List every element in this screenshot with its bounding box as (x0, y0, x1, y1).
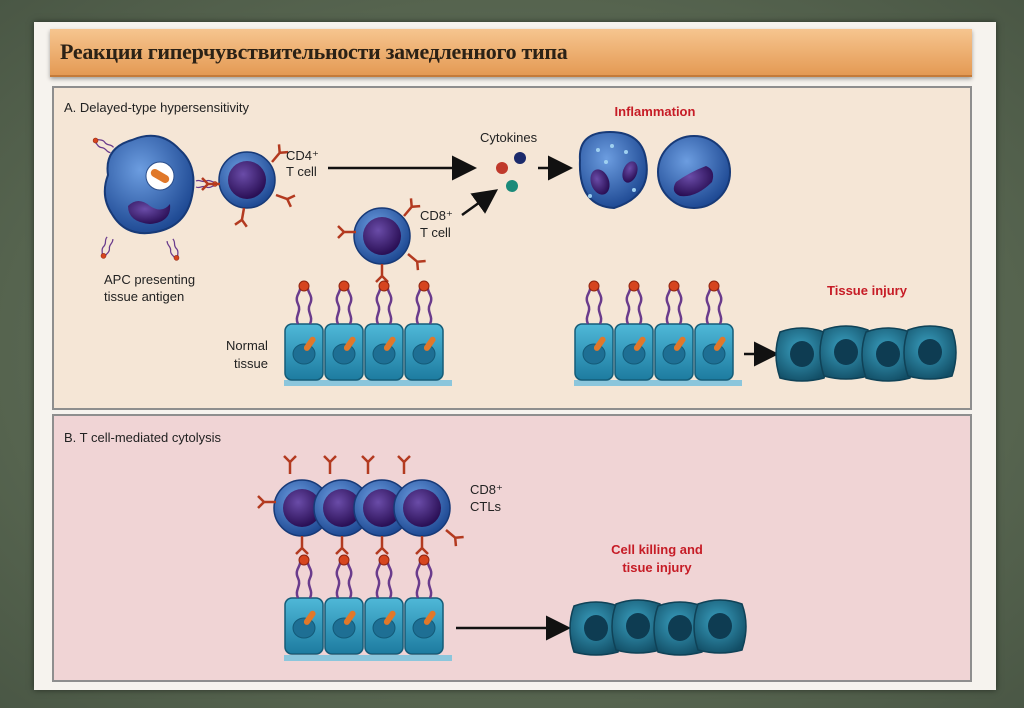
inflammatory-cell (657, 135, 731, 209)
panel-b-title: B. T cell-mediated cytolysis (64, 430, 222, 445)
cd4-label-line-1: CD4⁺ (286, 148, 319, 163)
cd4-label-line-2: T cell (286, 164, 317, 179)
apc-label-line-1: APC presenting (104, 272, 196, 287)
cd8-t-cell (336, 197, 427, 284)
slide-title: Реакции гиперчувствительности замедленно… (60, 39, 568, 64)
apc-label-line-2: tissue antigen (104, 289, 185, 304)
activated-macrophage (578, 130, 648, 210)
ctl-label-line-2: CTLs (470, 499, 502, 514)
panel-cytolysis (52, 414, 972, 682)
target-tissue-b (284, 553, 452, 661)
tissue-injury-label: Tissue injury (827, 283, 907, 298)
cd8-ctl-cells (256, 454, 465, 556)
injured-tissue-a (775, 325, 957, 382)
arrow-cd8-to-cytokines (461, 189, 499, 217)
normal-tissue-label-line-1: Normal (226, 338, 268, 353)
apc-cell (90, 134, 219, 263)
title-bar: Реакции гиперчувствительности замедленно… (50, 29, 972, 77)
cd8-label-line-1: CD8⁺ (420, 208, 453, 223)
inflammation-label: Inflammation (614, 104, 696, 119)
tissue-a-before-injury (574, 279, 742, 386)
cd8-label-line-2: T cell (420, 225, 451, 240)
ctl-label-line-1: CD8⁺ (470, 482, 503, 497)
cell-killing-label-line-2: tisue injury (622, 560, 692, 575)
injured-tissue-b (569, 599, 747, 656)
normal-tissue-a (284, 279, 452, 386)
panel-a-title: A. Delayed-type hypersensitivity (64, 100, 249, 115)
normal-tissue-label-line-2: tissue (234, 356, 268, 371)
cell-killing-label-line-1: Cell killing and (611, 542, 703, 557)
cytokine-molecules (496, 152, 526, 192)
cytokines-label: Cytokines (480, 130, 538, 145)
